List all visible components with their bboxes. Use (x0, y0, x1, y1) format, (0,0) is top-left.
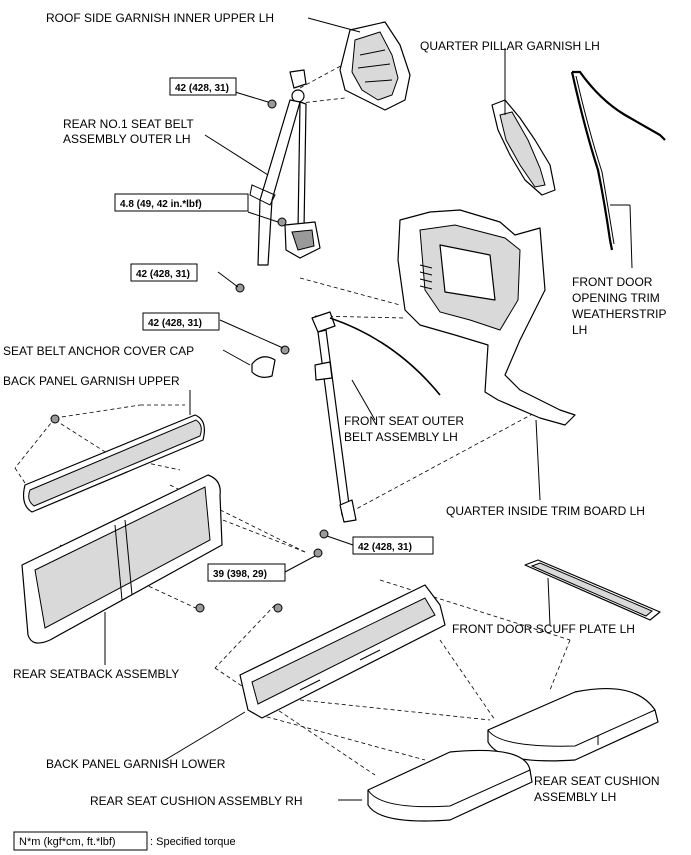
legend: N*m (kgf*cm, ft.*lbf) : Specified torque (13, 831, 236, 851)
torque-value-1: 42 (428, 31) (175, 83, 229, 94)
label-front-door-trim-line2: OPENING TRIM (572, 291, 660, 305)
label-front-seat-belt-line1: FRONT SEAT OUTER (344, 414, 464, 428)
back-panel-upper-part (22, 414, 205, 513)
label-roof-side-garnish: ROOF SIDE GARNISH INNER UPPER LH (46, 11, 274, 25)
back-panel-lower-part (239, 584, 446, 719)
rear-seat-belt-part (249, 69, 321, 266)
label-front-door-trim-line4: LH (572, 323, 587, 337)
rear-cushion-lh-part (487, 687, 659, 762)
label-back-panel-lower: BACK PANEL GARNISH LOWER (46, 757, 226, 771)
label-rear-seat-belt-line2: ASSEMBLY OUTER LH (63, 132, 191, 146)
assembly-lines (14, 61, 571, 776)
leader-lines (104, 17, 633, 801)
legend-unit: N*m (kgf*cm, ft.*lbf) (19, 836, 116, 848)
label-quarter-pillar-garnish: QUARTER PILLAR GARNISH LH (420, 39, 600, 53)
label-anchor-cover-cap: SEAT BELT ANCHOR COVER CAP (3, 344, 194, 358)
torque-box-4: 42 (428, 31) (142, 312, 220, 331)
torque-value-2: 4.8 (49, 42 in.*lbf) (120, 199, 202, 210)
torque-box-5: 42 (428, 31) (352, 536, 434, 555)
label-rear-seat-belt-line1: REAR NO.1 SEAT BELT (63, 117, 194, 131)
label-front-door-scuff: FRONT DOOR SCUFF PLATE LH (452, 622, 635, 636)
torque-value-5: 42 (428, 31) (358, 542, 412, 553)
torque-box-3: 42 (428, 31) (130, 263, 198, 282)
scuff-plate-part (524, 559, 661, 621)
torque-value-4: 42 (428, 31) (148, 318, 202, 329)
label-front-seat-belt-line2: BELT ASSEMBLY LH (344, 430, 458, 444)
label-rear-seatback: REAR SEATBACK ASSEMBLY (13, 667, 179, 681)
label-rear-cushion-lh-line2: ASSEMBLY LH (534, 790, 616, 804)
torque-box-2: 4.8 (49, 42 in.*lbf) (114, 193, 249, 212)
label-back-panel-upper: BACK PANEL GARNISH UPPER (3, 374, 180, 388)
roof-side-garnish-part (339, 21, 411, 111)
legend-text: : Specified torque (150, 836, 236, 848)
torque-box-1: 42 (428, 31) (169, 77, 237, 96)
torque-box-6: 39 (398, 29) (207, 563, 286, 582)
label-quarter-trim-board: QUARTER INSIDE TRIM BOARD LH (446, 504, 645, 518)
front-seat-belt-part (311, 311, 441, 523)
rear-cushion-rh-part (367, 749, 533, 822)
rear-seatback-part (21, 474, 223, 644)
label-rear-cushion-lh-line1: REAR SEAT CUSHION (534, 774, 660, 788)
torque-value-6: 39 (398, 29) (213, 569, 267, 580)
torque-value-3: 42 (428, 31) (136, 269, 190, 280)
anchor-cover-cap-part (251, 356, 276, 378)
quarter-trim-board-part (397, 209, 576, 426)
weatherstrip-part (570, 70, 666, 251)
label-front-door-trim-line3: WEATHERSTRIP (572, 307, 666, 321)
quarter-pillar-garnish-part (491, 99, 556, 196)
label-rear-cushion-rh: REAR SEAT CUSHION ASSEMBLY RH (90, 794, 303, 808)
label-front-door-trim-line1: FRONT DOOR (572, 275, 653, 289)
